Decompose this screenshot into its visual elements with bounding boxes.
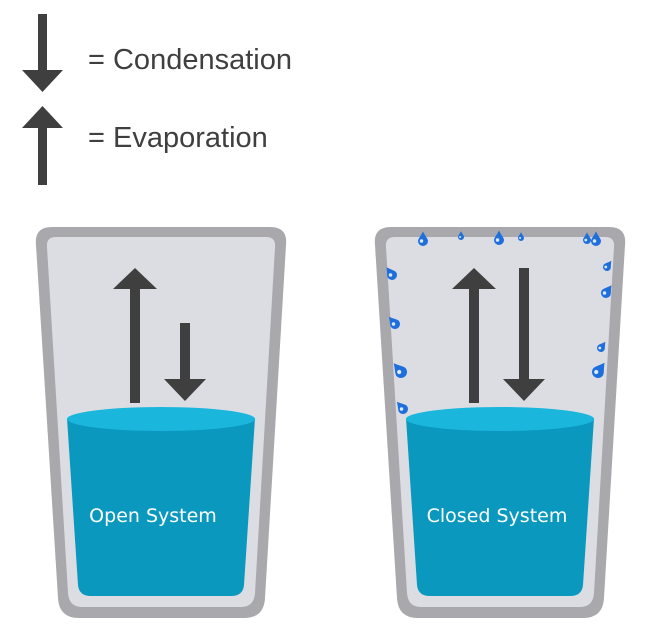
condensation-legend-arrow-icon xyxy=(22,14,63,92)
water-droplet-icon xyxy=(597,341,606,352)
water-droplet-icon xyxy=(592,362,605,378)
water-droplet-highlight xyxy=(419,239,424,243)
open-system-label: Open System xyxy=(89,505,217,527)
closed-water-surface xyxy=(406,407,594,431)
water-droplet-highlight xyxy=(604,265,608,269)
water-droplet-highlight xyxy=(399,407,404,411)
water-droplet-highlight xyxy=(495,238,500,242)
water-droplet-highlight xyxy=(519,236,522,240)
water-droplet-highlight xyxy=(598,346,602,350)
open-system-glass: Open System xyxy=(35,227,287,618)
closed-water-body xyxy=(406,418,594,596)
water-droplet-icon xyxy=(601,285,612,298)
water-droplet-highlight xyxy=(584,238,588,242)
closed-condensation-arrow-icon xyxy=(503,268,545,401)
condensation-legend-label: = Condensation xyxy=(88,44,292,76)
water-droplet-highlight xyxy=(594,369,599,375)
closed-system-label: Closed System xyxy=(427,505,568,527)
open-evaporation-arrow-icon xyxy=(113,268,157,403)
water-droplet-highlight xyxy=(592,239,597,243)
water-droplet-highlight xyxy=(388,273,393,277)
water-droplet-highlight xyxy=(459,235,462,239)
water-droplet-highlight xyxy=(602,291,607,295)
open-water-surface xyxy=(67,407,255,431)
water-droplet-highlight xyxy=(397,369,402,375)
water-droplet-icon xyxy=(386,267,397,280)
closed-system-glass: Closed System xyxy=(374,227,626,618)
water-droplets xyxy=(386,230,612,414)
water-droplet-highlight xyxy=(391,322,396,326)
open-condensation-arrow-icon xyxy=(164,323,206,401)
open-water-body xyxy=(67,418,255,596)
water-droplet-icon xyxy=(603,260,612,271)
closed-evaporation-arrow-icon xyxy=(452,268,496,403)
evaporation-legend-label: = Evaporation xyxy=(88,122,268,154)
evaporation-legend-arrow-icon xyxy=(22,106,63,185)
